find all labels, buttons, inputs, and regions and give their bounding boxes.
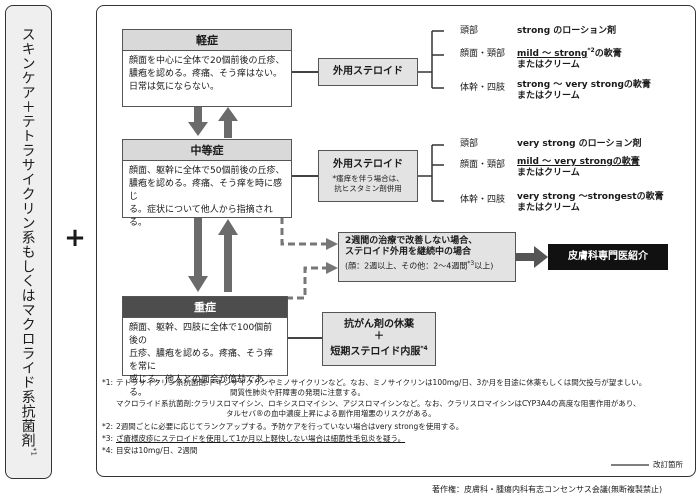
moderate-regimen-head: very strong のローション剤 (517, 139, 642, 149)
mild-desc-line: 日常は気にならない。 (129, 82, 220, 92)
moderate-site-head: 頭部 (460, 139, 479, 149)
plus-sign: + (64, 223, 86, 253)
topical-steroid-label: 外用ステロイド (333, 66, 403, 77)
moderate-desc-line: 顔面、躯幹に全体で50個前後の丘疹、 (129, 166, 285, 176)
mild-desc-line: 膿疱を認める。疼痛、そう痒はない。 (129, 69, 283, 79)
escalation-box: 2週間の治療で改善しない場合、 ステロイド外用を継続中の場合 (顔：2週以上、そ… (338, 232, 516, 282)
moderate-site-body: 体幹・四肢 (460, 195, 506, 205)
moderate-to-severe-arrow (188, 218, 208, 292)
mild-regimen-head: strong のローション剤 (517, 26, 617, 36)
mild-site-face: 顔面・頸部 (460, 49, 506, 59)
footnote: タルセバ®の血中濃度上昇による副作用増悪のリスクがある。 (226, 409, 436, 418)
footnotes: *1:テトラサイクリン系抗菌剤:ドキシサイクリンやミノサイクリンなど。なお、ミノ… (102, 378, 690, 456)
escalation-duration: (顔：2週以上、その他：2～4週間*3以上) (345, 260, 494, 271)
mild-regimen-body: strong ～ very strongの軟膏 またはクリーム (517, 80, 651, 101)
topical-steroid-label: 外用ステロイド (333, 158, 403, 170)
copyright-credit: 著作権：皮膚科・腫瘍内科有志コンセンサス会議(無断複製禁止) (432, 485, 663, 494)
moderate-box: 中等症 顔面、躯幹に全体で50個前後の丘疹、 膿疱を認める。疼痛、そう痒を時に感… (122, 139, 292, 228)
footnote: マクロライド系抗菌剤:クラリスロマイシン、ロキシスロマイシン、アジスロマイシンな… (116, 399, 641, 408)
mild-site-body: 体幹・四肢 (460, 83, 506, 93)
severe-title: 重症 (123, 297, 287, 318)
moderate-to-mild-arrow (218, 107, 238, 138)
referral-arrow (516, 246, 548, 268)
moderate-regimen-bracket (418, 144, 444, 202)
footnote: 間質性肺炎や肝障害の発現に注意する。 (230, 388, 365, 397)
severe-box: 重症 顔面、躯幹、四肢に全体で100個前後の 丘疹、膿疱を認める。疼痛、そう痒を… (122, 296, 288, 398)
moderate-regimen-body: very strong ～strongestの軟膏 またはクリーム (517, 192, 664, 213)
topical-steroid-box-moderate: 外用ステロイド *瘙痒を伴う場合は、 抗ヒスタミン剤併用 (318, 150, 418, 202)
footnote: *2:2週間ごとに必要に応じてランクアップする。予防ケアを行っていない場合はve… (102, 422, 464, 431)
left-label-bar: スキンケア＋テトラサイクリン系もしくはマクロライド系抗菌剤*1 (5, 5, 52, 479)
mild-description: 顔面を中心に全体で20個前後の丘疹、 膿疱を認める。疼痛、そう痒はない。 日常は… (123, 51, 291, 98)
legend-label: 改訂箇所 (653, 460, 683, 469)
severe-description: 顔面、躯幹、四肢に全体で100個前後の 丘疹、膿疱を認める。疼痛、そう痒を常に … (123, 318, 287, 404)
footnote: *3:ざ瘡様皮疹にステロイドを使用して1か月以上軽快しない場合は細菌性毛包炎を疑… (102, 434, 406, 443)
referral-label: 皮膚科専門医紹介 (568, 251, 648, 262)
escalation-line: ステロイド外用を継続中の場合 (345, 247, 472, 257)
moderate-regimen-face: mild ～ very strongの軟膏 またはクリーム (517, 157, 640, 178)
severe-to-moderate-arrow (218, 219, 238, 292)
mild-site-head: 頭部 (460, 26, 479, 36)
escalation-dashed-arrows (262, 213, 326, 300)
moderate-description: 顔面、躯幹に全体で50個前後の丘疹、 膿疱を認める。疼痛、そう痒を時に感じ る。… (123, 161, 291, 234)
moderate-site-face: 顔面・頸部 (460, 160, 506, 170)
severe-treatment-line2: 短期ステロイド内服*4 (330, 345, 428, 358)
escalation-line: 2週間の治療で改善しない場合、 (345, 236, 478, 246)
mild-regimen-bracket (418, 30, 444, 89)
mild-regimen-face: mild ～ strong*2の軟膏 またはクリーム (517, 47, 622, 70)
severe-desc-line: 丘疹、膿疱を認める。疼痛、そう痒を常に (129, 349, 274, 372)
moderate-desc-line: る。症状について他人から指摘される。 (129, 205, 273, 228)
footnote: *1:テトラサイクリン系抗菌剤:ドキシサイクリンやミノサイクリンなど。なお、ミノ… (102, 378, 647, 387)
severe-desc-line: 感じる。他人との面会が億劫である。 (129, 375, 264, 398)
mild-title: 軽症 (123, 30, 291, 51)
severe-desc-line: 顔面、躯幹、四肢に全体で100個前後の (129, 323, 273, 346)
severe-treatment-line1: 抗がん剤の休薬 (344, 319, 414, 331)
mild-to-moderate-arrow (188, 105, 208, 136)
footnote: *4:目安は10mg/日、2週間 (102, 446, 198, 455)
referral-box: 皮膚科専門医紹介 (548, 244, 668, 270)
antihistamine-note: 抗ヒスタミン剤併用 (334, 183, 402, 193)
mild-desc-line: 顔面を中心に全体で20個前後の丘疹、 (129, 56, 285, 66)
topical-steroid-box-mild: 外用ステロイド (318, 58, 418, 86)
moderate-title: 中等症 (123, 140, 291, 161)
severe-treatment-plus: ＋ (374, 331, 384, 343)
severe-treatment-box: 抗がん剤の休薬 ＋ 短期ステロイド内服*4 (322, 312, 436, 366)
left-label-text: スキンケア＋テトラサイクリン系もしくはマクロライド系抗菌剤*1 (19, 27, 38, 457)
antihistamine-note: *瘙痒を伴う場合は、 (332, 173, 404, 183)
moderate-desc-line: 膿疱を認める。疼痛、そう痒を時に感じ (129, 179, 283, 202)
mild-box: 軽症 顔面を中心に全体で20個前後の丘疹、 膿疱を認める。疼痛、そう痒はない。 … (122, 29, 292, 107)
